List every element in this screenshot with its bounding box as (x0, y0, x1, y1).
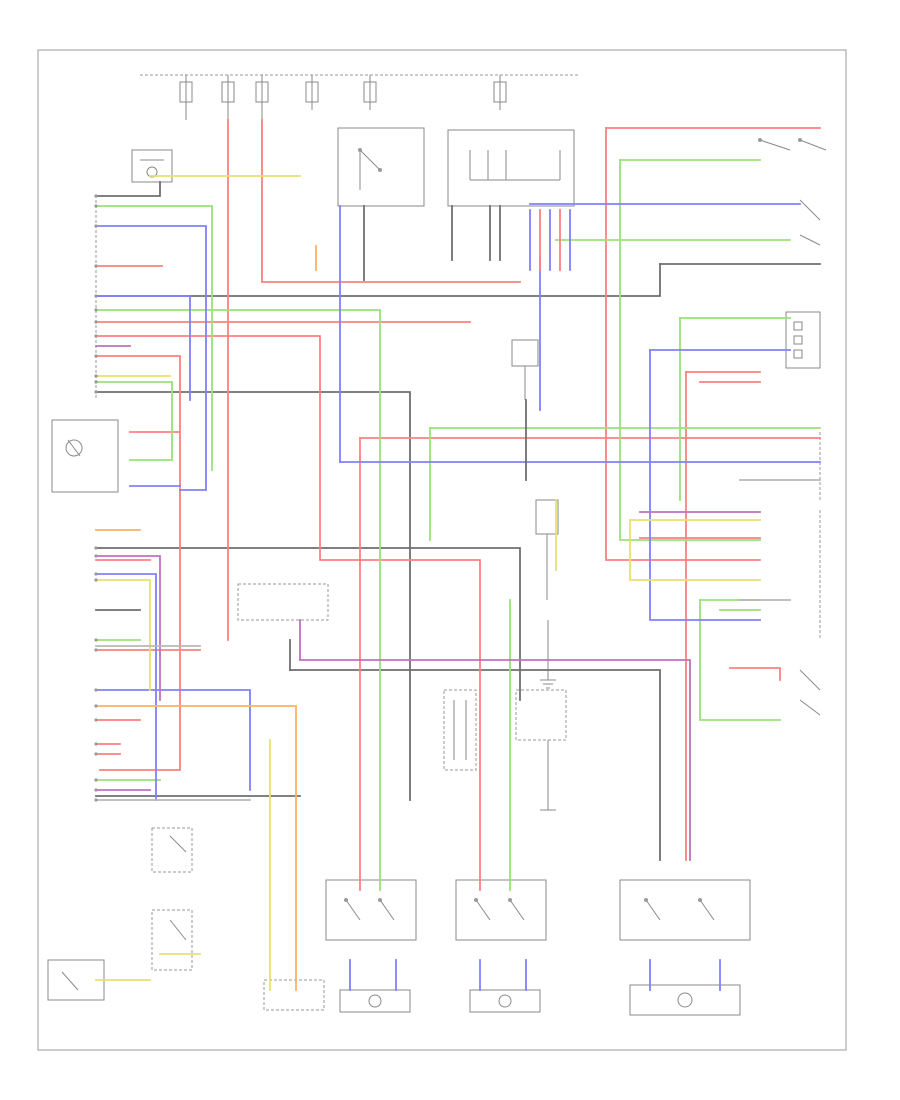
window-lock-switch (337, 127, 425, 207)
wire-yellow (629, 519, 761, 581)
wire-yellow (95, 579, 151, 691)
left-rear-power-window-motor (325, 879, 417, 1013)
wire-black (289, 669, 661, 861)
wire-red (95, 355, 181, 771)
right-top-switch (758, 138, 827, 246)
wire-blue (95, 225, 207, 491)
lower-left-switches (47, 827, 193, 1001)
left-connector-pins (94, 194, 98, 802)
wire-green (619, 159, 761, 541)
ground-symbols (540, 620, 556, 811)
center-junction-blocks (237, 583, 567, 771)
left-front-power-window-switch (785, 311, 821, 369)
driver-power-window-master-switch (51, 195, 119, 493)
wire-violet (299, 659, 691, 861)
body-control-module (799, 432, 821, 716)
wire-blue (95, 689, 251, 791)
wire-green (95, 381, 173, 461)
right-rear-power-window-motor (455, 879, 547, 1013)
passenger-power-window-switch (447, 129, 575, 207)
top-power-feeds (140, 74, 580, 120)
wire-blue (95, 295, 191, 401)
right-front-power-window-motor (619, 879, 751, 1016)
wire-orange (95, 705, 297, 991)
wire-black (95, 181, 161, 197)
wire-red (261, 119, 521, 283)
wire-violet (95, 555, 161, 701)
wire-red (729, 667, 781, 681)
relay (131, 149, 173, 183)
wire-green (95, 205, 213, 471)
wire-blue (649, 349, 761, 621)
wire-blue (95, 573, 157, 801)
diagram-frame (37, 49, 847, 1051)
wire-red (95, 335, 481, 891)
label-blocks (52, 58, 82, 80)
wires (95, 119, 821, 991)
front-passenger-power-window-motor (263, 979, 325, 1011)
junction-connector (511, 339, 559, 600)
wire-black (95, 391, 411, 801)
wire-red (605, 127, 761, 561)
wire-black (95, 263, 661, 297)
wire-black (95, 547, 521, 701)
wire-green (699, 599, 781, 721)
